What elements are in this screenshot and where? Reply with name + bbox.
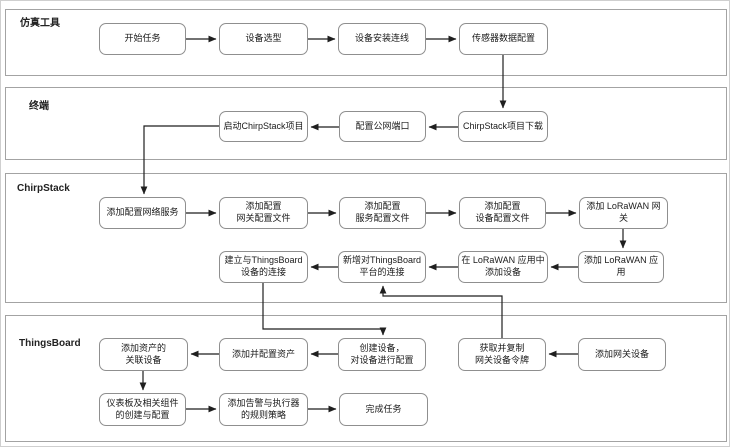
node-device-selection: 设备选型 xyxy=(219,23,308,55)
lane-chirpstack: ChirpStack xyxy=(5,173,727,303)
node-device-config-file: 添加配置 设备配置文件 xyxy=(459,197,546,229)
node-dashboard-components: 仪表板及相关组件 的创建与配置 xyxy=(99,393,186,426)
node-start-task: 开始任务 xyxy=(99,23,186,55)
node-add-asset-related-devices: 添加资产的 关联设备 xyxy=(99,338,188,371)
lane-thingsboard-label: ThingsBoard xyxy=(19,338,81,349)
lane-simulation-tool-label: 仿真工具 xyxy=(20,18,60,29)
node-sensor-data-config: 传感器数据配置 xyxy=(459,23,548,55)
node-chirpstack-project-download: ChirpStack项目下载 xyxy=(458,111,548,142)
node-add-gateway-device: 添加网关设备 xyxy=(578,338,666,371)
node-device-install-wiring: 设备安装连线 xyxy=(338,23,426,55)
node-add-configure-assets: 添加并配置资产 xyxy=(219,338,308,371)
node-alarm-actuator-rules: 添加告警与执行器 的规则策略 xyxy=(219,393,308,426)
node-establish-device-connection: 建立与ThingsBoard 设备的连接 xyxy=(219,251,308,283)
node-new-thingsboard-connection: 新增对ThingsBoard 平台的连接 xyxy=(338,251,426,283)
node-gateway-config-file: 添加配置 网关配置文件 xyxy=(219,197,308,229)
lane-terminal-label: 终端 xyxy=(29,101,49,112)
node-add-device-in-lorawan-app: 在 LoRaWAN 应用中 添加设备 xyxy=(458,251,548,283)
node-config-public-port: 配置公网端口 xyxy=(339,111,426,142)
node-add-lorawan-gateway: 添加 LoRaWAN 网关 xyxy=(579,197,668,229)
lane-chirpstack-label: ChirpStack xyxy=(17,183,70,194)
node-service-config-file: 添加配置 服务配置文件 xyxy=(339,197,426,229)
node-create-configure-device: 创建设备， 对设备进行配置 xyxy=(338,338,426,371)
node-get-copy-gateway-token: 获取并复制 网关设备令牌 xyxy=(458,338,546,371)
node-finish-task: 完成任务 xyxy=(339,393,428,426)
node-launch-chirpstack-project: 启动ChirpStack项目 xyxy=(219,111,308,142)
node-add-lorawan-app: 添加 LoRaWAN 应用 xyxy=(578,251,664,283)
node-add-network-service: 添加配置网络服务 xyxy=(99,197,186,229)
